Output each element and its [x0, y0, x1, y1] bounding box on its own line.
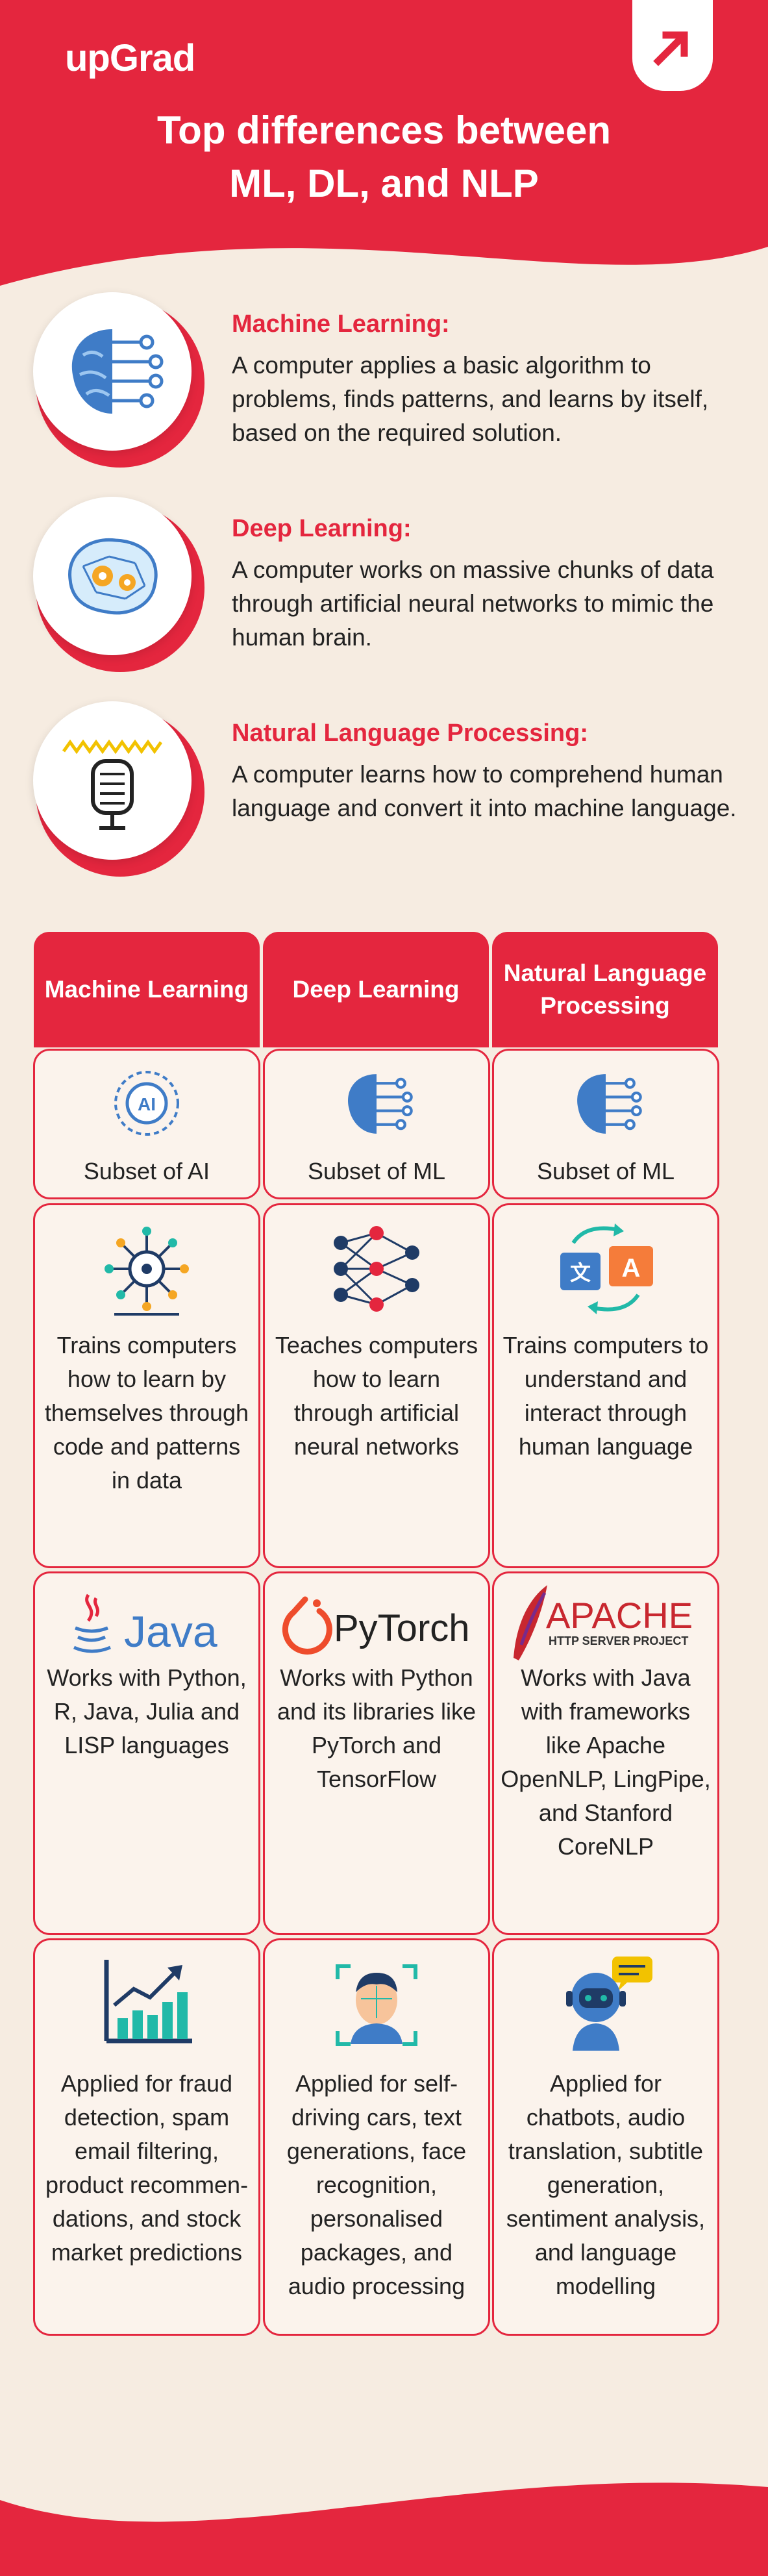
translate-icon: 文 A — [560, 1223, 653, 1314]
chatbot-icon — [566, 1957, 652, 2051]
brain-circuit-icon — [71, 329, 164, 414]
cell-text: Subset of ML — [307, 1158, 446, 1184]
table-cell: Trains computers how to learn by themsel… — [33, 1203, 260, 1568]
table-cell: APACHE HTTP SERVER PROJECT Works with Ja… — [492, 1571, 719, 1935]
svg-text:HTTP SERVER PROJECT: HTTP SERVER PROJECT — [549, 1634, 688, 1647]
cell-text: Subset of ML — [536, 1158, 675, 1184]
svg-text:PyTorch: PyTorch — [334, 1607, 470, 1649]
upgrad-logo[interactable]: upGrad — [65, 37, 195, 79]
intro-description: A computer works on massive chunks of da… — [232, 556, 714, 651]
table-cell: Teaches computers how to learn through a… — [263, 1203, 490, 1568]
brain-circuit-icon — [348, 1074, 413, 1134]
badge — [33, 292, 204, 468]
cell-text: Works with Python, R, Java, Julia and LI… — [47, 1664, 247, 1758]
cell-text: Applied for chatbots, audio translation,… — [506, 2070, 706, 2299]
badge — [33, 497, 204, 672]
cell-text: Trains computers to understand and inter… — [502, 1332, 709, 1460]
svg-text:APACHE: APACHE — [546, 1595, 693, 1636]
growth-chart-icon — [104, 1960, 192, 2044]
circuit-icon — [105, 1227, 189, 1316]
column-header-ml: Machine Learning — [34, 932, 260, 1047]
svg-text:Java: Java — [124, 1607, 217, 1657]
intro-description: A computer applies a basic algorithm to … — [232, 352, 709, 446]
cell-text: Trains computers how to learn by themsel… — [44, 1332, 249, 1494]
cell-text: Works with Java with frameworks like Apa… — [501, 1664, 711, 1860]
microphone-icon — [62, 739, 163, 830]
intro-deep-learning: Deep Learning: A computer works on massi… — [33, 497, 737, 685]
column-header-dl: Deep Learning — [263, 932, 489, 1047]
intro-title: Deep Learning: — [232, 515, 412, 542]
footer-wave — [0, 2482, 768, 2576]
table-cell: AI Subset of AI — [33, 1049, 260, 1199]
column-header-nlp: Natural Language Processing — [492, 932, 718, 1047]
intro-title: Natural Language Processing: — [232, 719, 589, 747]
intro-nlp: Natural Language Processing: A computer … — [33, 701, 737, 890]
cell-text: Subset of AI — [83, 1158, 210, 1184]
intro-description: A computer learns how to comprehend huma… — [232, 761, 737, 821]
table-cell: Applied for chatbots, audio translation,… — [492, 1938, 719, 2336]
face-scan-icon — [336, 1964, 417, 2046]
pytorch-logo: PyTorch — [282, 1596, 470, 1655]
svg-text:AI: AI — [138, 1094, 156, 1114]
cell-text: Applied for self-driving cars, text gene… — [286, 2070, 467, 2299]
brain-gears-icon — [68, 538, 158, 615]
table-cell: Applied for fraud detection, spam email … — [33, 1938, 260, 2336]
brain-circuit-icon — [577, 1074, 642, 1134]
java-logo: Java — [73, 1594, 217, 1657]
svg-text:A: A — [622, 1254, 641, 1282]
cell-text: Works with Python and its libraries like… — [277, 1664, 477, 1792]
table-cell: 文 A Trains computers to understand and i… — [492, 1203, 719, 1568]
header: upGrad Top differences between ML, DL, a… — [0, 0, 768, 312]
header-background — [0, 0, 768, 286]
intro-title: Machine Learning: — [232, 310, 450, 338]
table-cell: Applied for self-driving cars, text gene… — [263, 1938, 490, 2336]
table-cell: Java Works with Python, R, Java, Julia a… — [33, 1571, 260, 1935]
ai-chip-icon: AI — [114, 1071, 179, 1136]
logo-tab — [632, 0, 713, 91]
table-cell: Subset of ML — [492, 1049, 719, 1199]
table-cell: PyTorch Works with Python and its librar… — [263, 1571, 490, 1935]
page-title: Top differences between ML, DL, and NLP — [156, 108, 612, 205]
apache-logo: APACHE HTTP SERVER PROJECT — [514, 1585, 693, 1660]
neural-network-icon — [334, 1226, 419, 1312]
svg-text:文: 文 — [570, 1260, 591, 1285]
arrow-up-right-icon — [653, 31, 688, 66]
badge — [33, 701, 204, 877]
table-cell: Subset of ML — [263, 1049, 490, 1199]
cell-text: Applied for fraud detection, spam email … — [45, 2070, 249, 2266]
intro-machine-learning: Machine Learning: A computer applies a b… — [33, 292, 737, 481]
cell-text: Teaches computers how to learn through a… — [275, 1332, 478, 1460]
